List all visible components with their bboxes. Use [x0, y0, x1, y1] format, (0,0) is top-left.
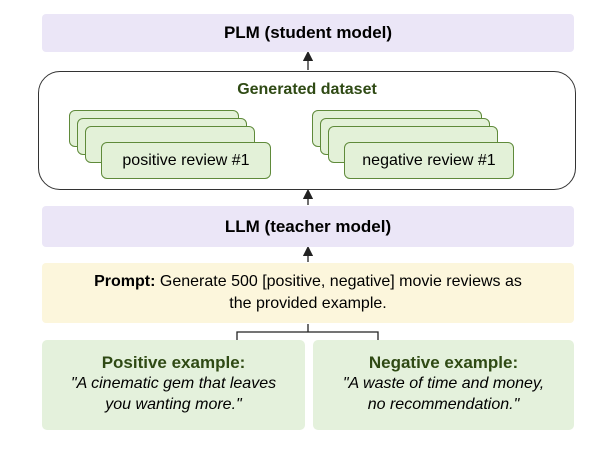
prompt-box: Prompt: Generate 500 [positive, negative…	[42, 263, 574, 323]
generated-dataset-container: Generated dataset positive review #1 neg…	[38, 71, 576, 190]
llm-teacher-model-box: LLM (teacher model)	[42, 206, 574, 247]
generated-dataset-title: Generated dataset	[237, 81, 377, 98]
prompt-text-line-1: Generate 500 [positive, negative] movie …	[159, 273, 522, 290]
positive-example-line-1: "A cinematic gem that leaves	[70, 375, 277, 392]
negative-example-line-1: "A waste of time and money,	[342, 375, 545, 392]
bracket-examples-to-prompt	[236, 324, 379, 340]
positive-example-box: Positive example: "A cinematic gem that …	[42, 340, 305, 430]
positive-example-title: Positive example:	[101, 353, 246, 372]
negative-review-label: negative review #1	[362, 151, 496, 169]
prompt-text-line-2: the provided example.	[229, 295, 387, 312]
llm-label: LLM (teacher model)	[224, 216, 392, 236]
negative-example-line-2: no recommendation."	[367, 396, 520, 413]
plm-label: PLM (student model)	[223, 23, 393, 42]
negative-review-card: negative review #1	[344, 142, 514, 179]
prompt-label: Prompt:	[94, 273, 156, 290]
positive-example-line-2: you wanting more."	[105, 396, 242, 413]
prompt-line-1: Prompt: Generate 500 [positive, negative…	[94, 271, 522, 293]
positive-review-label: positive review #1	[122, 151, 250, 169]
negative-example-box: Negative example: "A waste of time and m…	[313, 340, 574, 430]
plm-student-model-box: PLM (student model)	[42, 14, 574, 52]
negative-example-title: Negative example:	[368, 353, 519, 372]
positive-review-card: positive review #1	[101, 142, 271, 179]
